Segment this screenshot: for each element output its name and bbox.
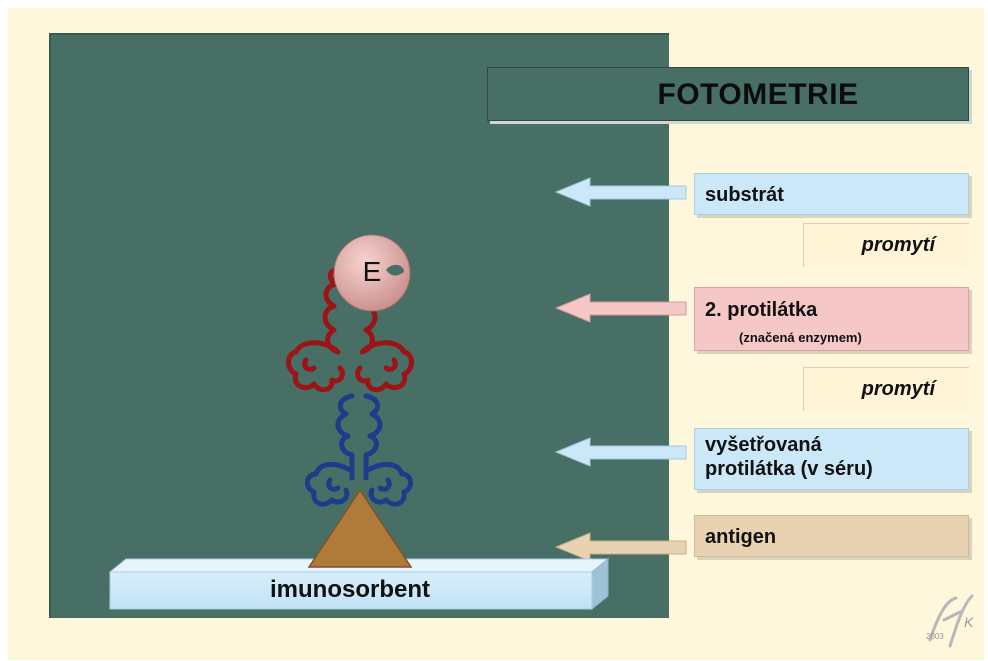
- arrow-secondary-antibody: [556, 294, 686, 322]
- arrow-tested-antibody: [556, 438, 686, 466]
- tested-antibody-shape: [307, 396, 410, 504]
- antigen-triangle: [309, 490, 411, 567]
- enzyme-label: E: [352, 256, 392, 288]
- arrow-antigen: [556, 533, 686, 561]
- signature-initials: K: [964, 614, 973, 630]
- arrow-substrate: [556, 178, 686, 206]
- immunosorbent-label: imunosorbent: [110, 576, 590, 604]
- signature-year: 2003: [926, 632, 944, 641]
